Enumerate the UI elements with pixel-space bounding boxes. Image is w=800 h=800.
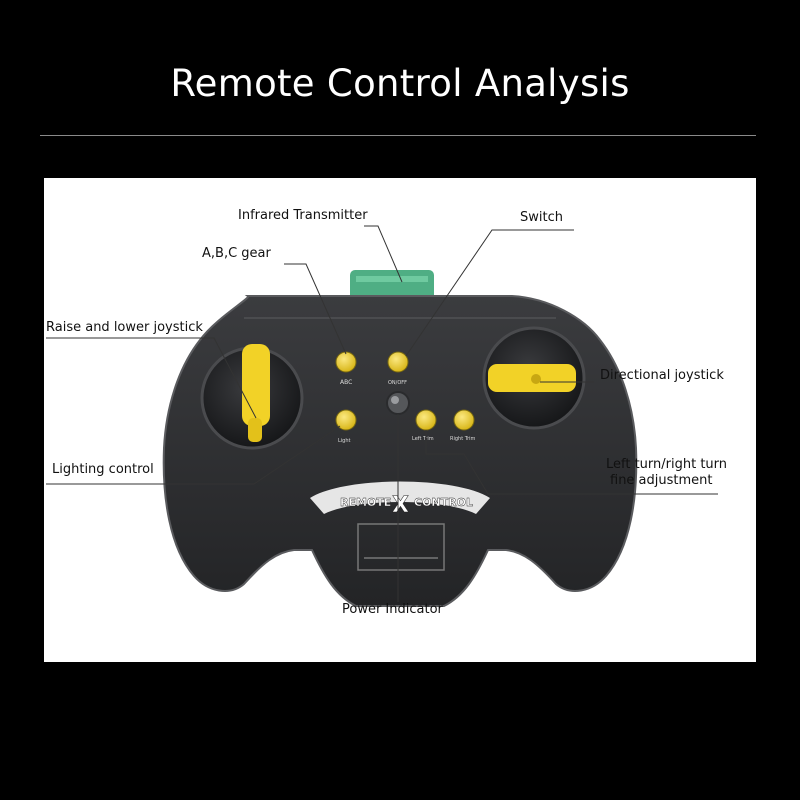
switch-mark: ON/OFF [388,380,407,386]
label-trim-line2: fine adjustment [610,473,713,488]
label-lighting-control: Lighting control [52,462,154,477]
left-joystick-lever [242,344,270,426]
remote-control-illustration: ABC ON/OFF Light Left Trim Right Trim RE… [46,225,718,607]
label-raise-lower-joystick: Raise and lower joystick [46,320,203,335]
right-trim-button [453,409,475,431]
brand-text-left: REMOTE [340,496,391,509]
diagram-panel: ABC ON/OFF Light Left Trim Right Trim RE… [44,178,756,662]
right-trim-mark: Right Trim [450,436,476,442]
light-button [335,409,357,431]
page-title: Remote Control Analysis [170,62,630,105]
light-mark: Light [338,438,351,444]
label-power-indicator: Power Indicator [342,602,443,617]
label-infrared-transmitter: Infrared Transmitter [238,208,368,223]
brand-mark: X [392,493,409,518]
label-switch: Switch [520,210,563,225]
callout-lines [46,225,718,602]
power-indicator-led [386,391,410,415]
abc-gear-button [335,351,357,373]
left-trim-button [415,409,437,431]
switch-button [387,351,409,373]
label-abc-gear: A,B,C gear [202,246,271,261]
brand-text-right: CONTROL [414,496,473,509]
left-trim-mark: Left Trim [412,436,434,442]
label-trim-line1: Left turn/right turn [606,457,728,472]
label-directional-joystick: Directional joystick [600,368,724,383]
brand-plate [310,481,490,514]
gear-mark: ABC [340,379,352,386]
title-divider [40,135,756,136]
